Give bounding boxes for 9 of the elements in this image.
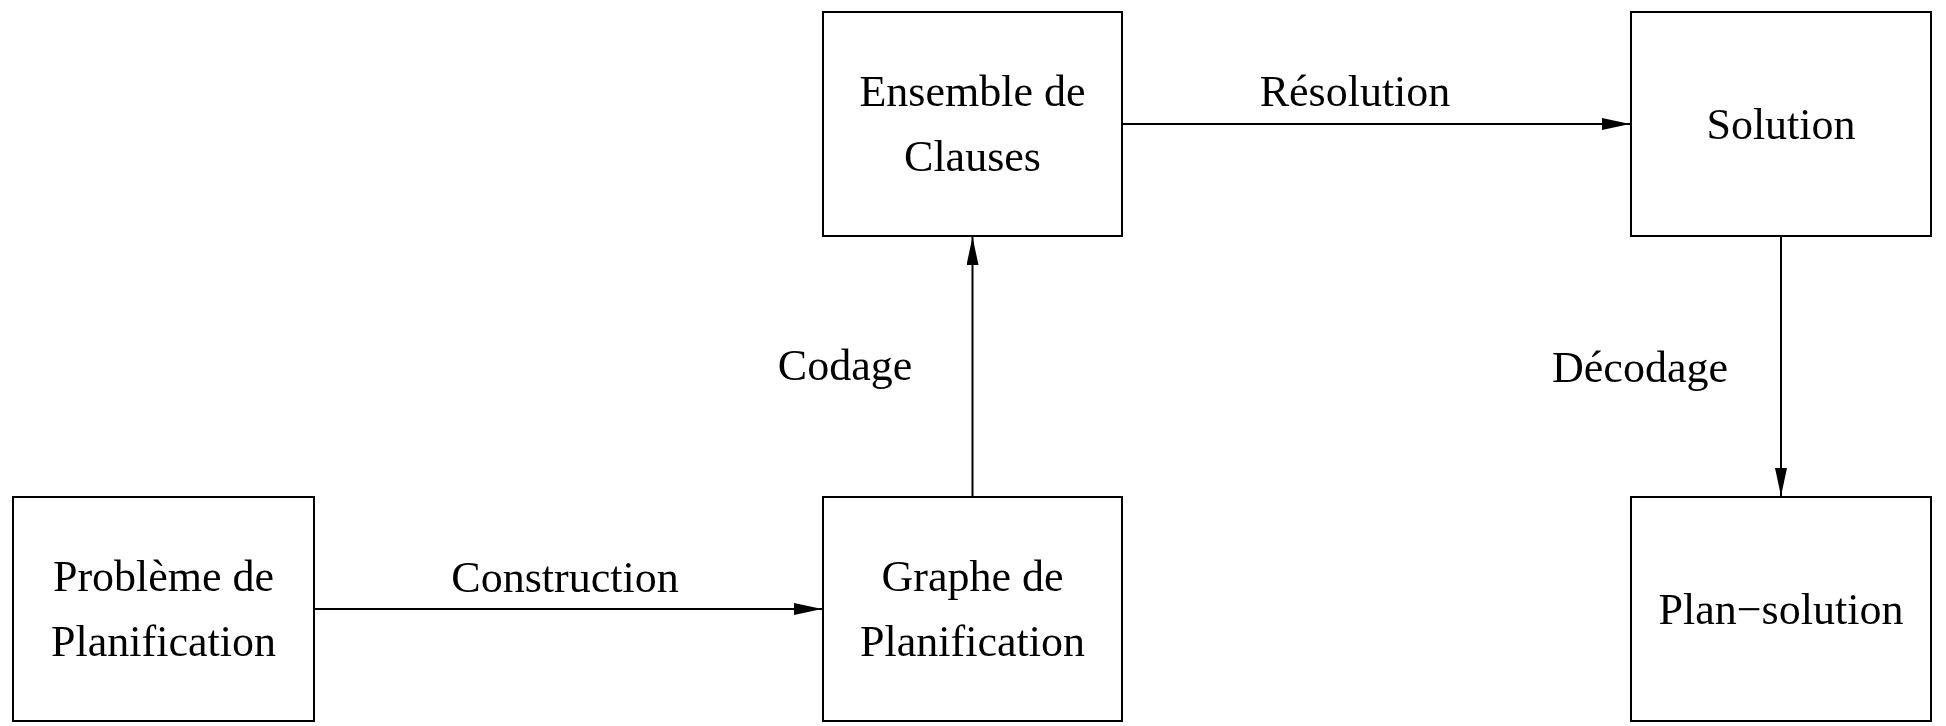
process-box: Problème de Planification (12, 496, 315, 722)
process-box: Ensemble de Clauses (822, 11, 1123, 237)
arrow (314, 603, 823, 615)
arrow (966, 236, 979, 497)
arrow (1775, 236, 1787, 497)
process-box: Plan−solution (1630, 496, 1932, 722)
process-box: Solution (1630, 11, 1932, 237)
process-box: Graphe de Planification (822, 496, 1123, 722)
arrow (1122, 118, 1631, 130)
